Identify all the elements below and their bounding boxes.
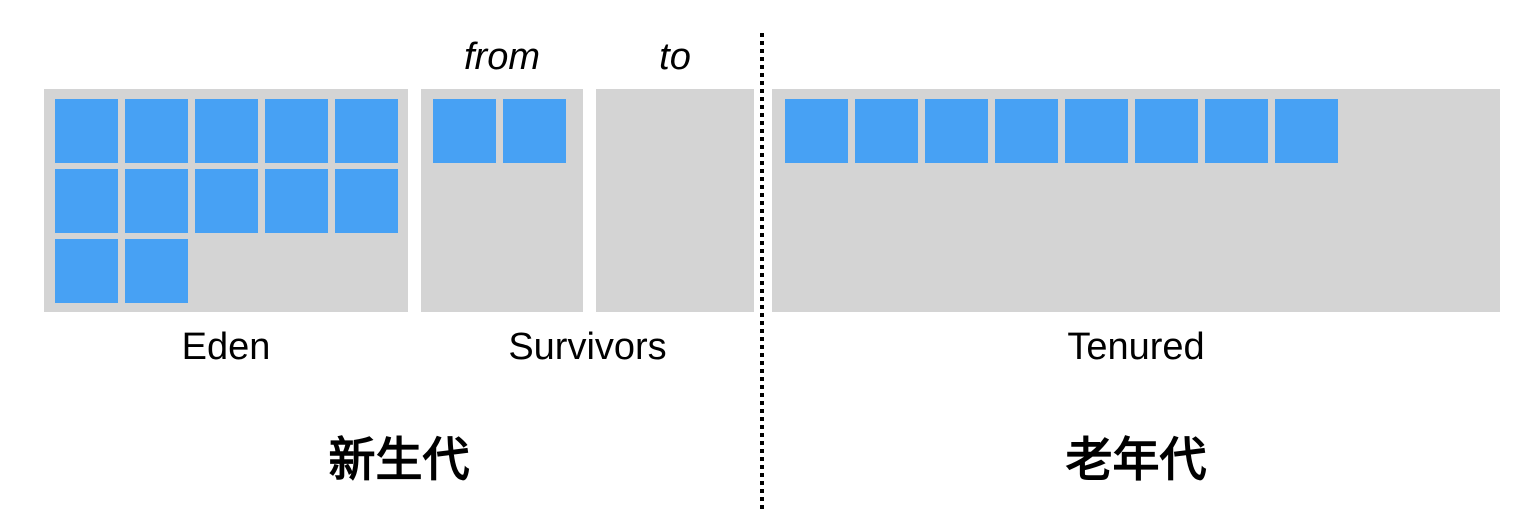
old-generation-label: 老年代 [1065,433,1207,486]
survivors-label: Survivors [508,326,667,368]
memory-block [1065,99,1128,163]
young-generation-label: 新生代 [328,433,470,486]
tenured-region [772,89,1500,312]
memory-block [55,169,118,233]
memory-block [1275,99,1338,163]
eden-region [44,89,408,312]
memory-block [265,169,328,233]
memory-block [925,99,988,163]
memory-block [125,169,188,233]
memory-block [1135,99,1198,163]
tenured-label: Tenured [1067,326,1205,368]
memory-block [125,239,188,303]
memory-block [433,99,496,163]
memory-block [995,99,1058,163]
eden-label: Eden [181,326,271,368]
memory-block [785,99,848,163]
memory-block [335,99,398,163]
memory-block [55,239,118,303]
memory-block [335,169,398,233]
memory-block [55,99,118,163]
survivor-to-region [596,89,754,312]
generation-divider-dotted-line [760,33,764,509]
memory-block [195,169,258,233]
memory-block [503,99,566,163]
survivor-from-region [421,89,583,312]
survivor-from-caption: from [464,36,540,78]
survivor-to-caption: to [659,36,691,78]
memory-block [125,99,188,163]
memory-block [855,99,918,163]
memory-block [1205,99,1268,163]
memory-block [195,99,258,163]
memory-block [265,99,328,163]
